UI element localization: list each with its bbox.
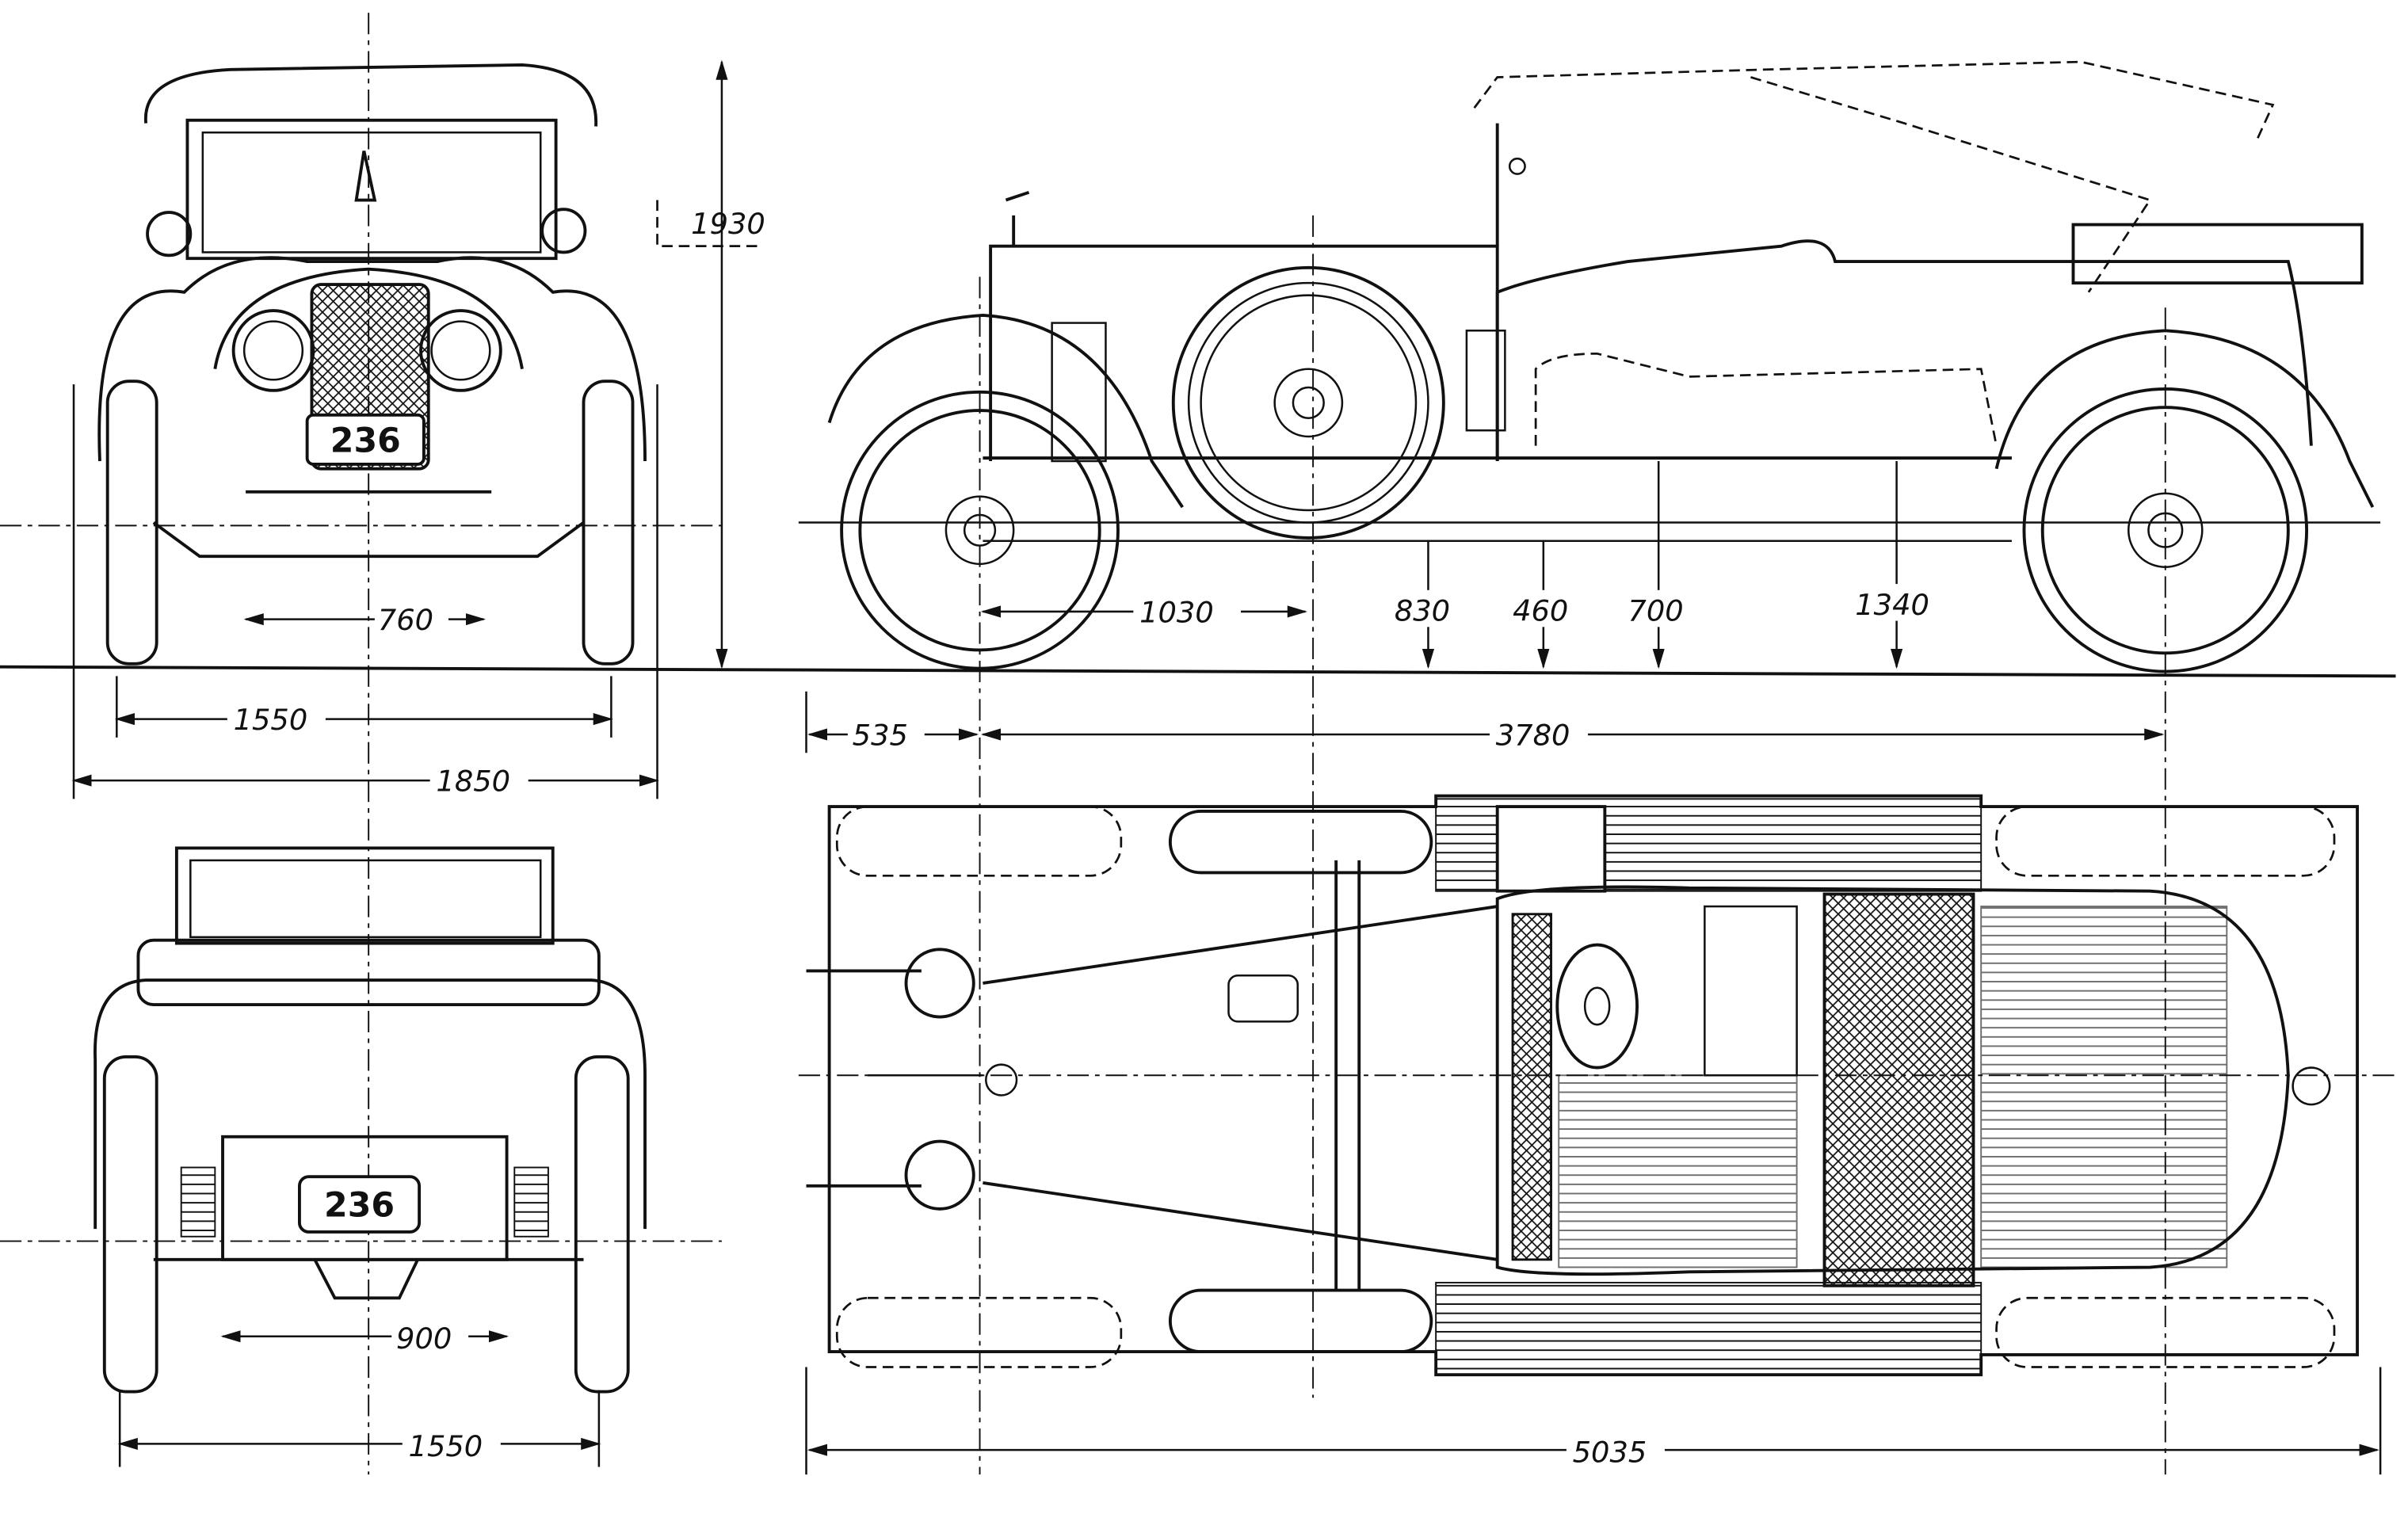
dim-height: 1930 [691,207,765,241]
top-view [806,794,2359,1377]
dim-460: 460 [1513,594,1568,628]
rear-license-plate [297,1175,422,1234]
dim-1030: 1030 [1139,596,1214,630]
rear-plate-number: 236 [324,1186,395,1226]
dim-900: 900 [396,1322,452,1356]
dim-overall-width: 1850 [436,765,510,799]
rear-view: 236 [93,846,647,1394]
front-license-plate [305,413,426,466]
ground-line [0,665,2396,678]
dim-front-track: 1550 [234,703,308,737]
side-view [798,60,2381,673]
dim-535: 535 [853,719,908,753]
dim-overall-length: 5035 [1573,1436,1647,1470]
dim-3780: 3780 [1496,719,1570,753]
dim-830: 830 [1395,594,1450,628]
front-view: 236 [97,63,647,666]
dim-front-axle: 760 [378,603,433,637]
dim-1340: 1340 [1855,588,1929,622]
front-plate-number: 236 [330,421,401,460]
dim-rear-track: 1550 [409,1429,483,1463]
dim-700: 700 [1628,594,1683,628]
